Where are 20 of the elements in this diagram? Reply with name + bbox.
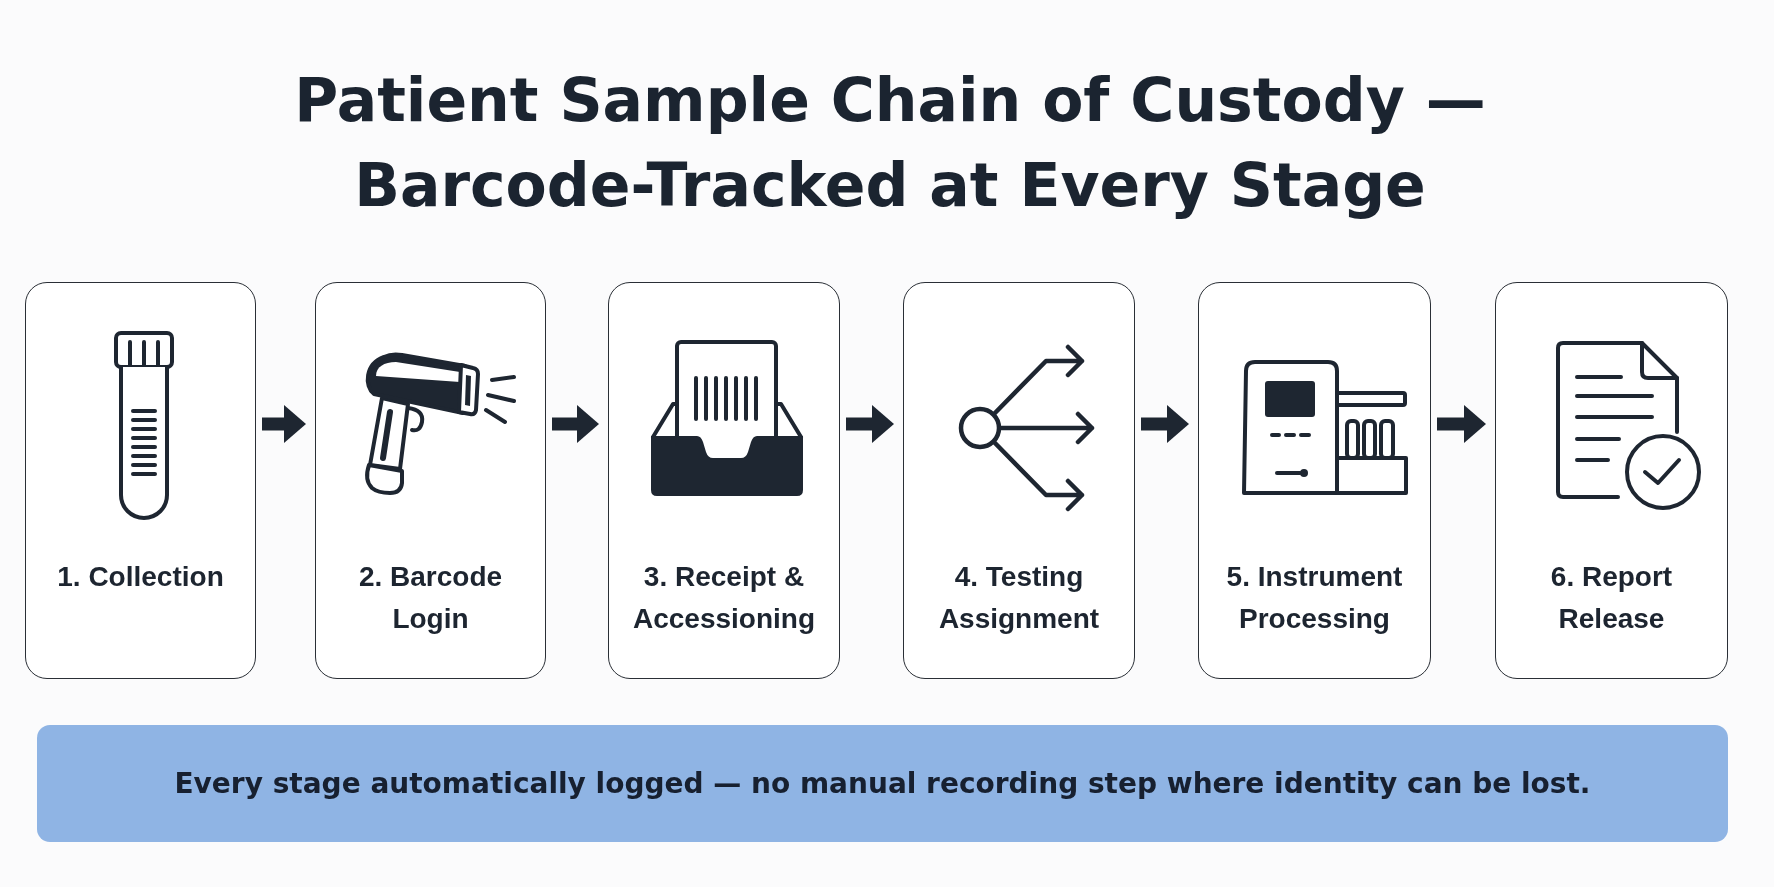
arrow: [552, 405, 599, 443]
arrow: [846, 405, 894, 443]
step-label: 4. Testing Assignment: [937, 560, 1101, 636]
arrow: [1437, 405, 1486, 443]
step-card: [1198, 282, 1431, 679]
step-label: 3. Receipt & Accessioning: [631, 560, 817, 636]
step-label: 6. Report Release: [1549, 560, 1674, 636]
diagram-title: Patient Sample Chain of Custody — Barcode-Tracked at Every Stage: [293, 64, 1487, 222]
step-card: [1495, 282, 1728, 679]
arrow: [262, 405, 306, 443]
step-label: 5. Instrument Processing: [1225, 560, 1404, 636]
step-label: 2. Barcode Login: [357, 560, 504, 636]
banner-text: Every stage automatically logged — no manual recording step where identity can be lost.: [174, 765, 1591, 802]
step-label: 1. Collection: [56, 560, 225, 594]
note-banner: [37, 725, 1728, 842]
step-card: [608, 282, 840, 679]
step-card: [903, 282, 1135, 679]
step-card: [315, 282, 546, 679]
arrow: [1141, 405, 1189, 443]
step-card: [25, 282, 256, 679]
